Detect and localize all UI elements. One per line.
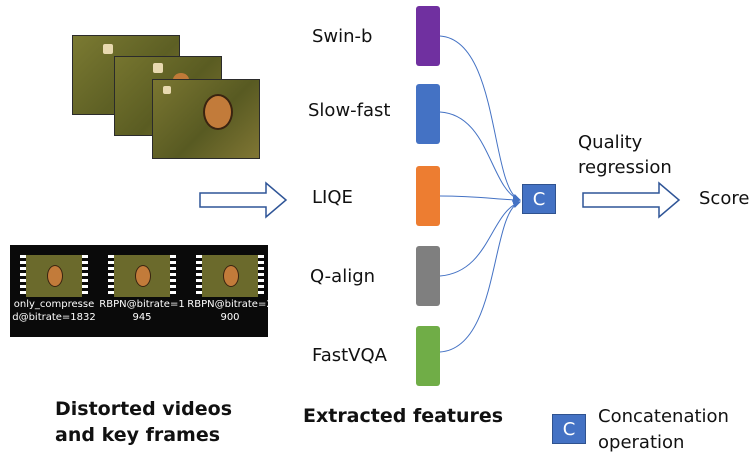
video-frame xyxy=(152,79,260,159)
frame-marker xyxy=(153,63,163,73)
character xyxy=(135,265,151,287)
input-arrow xyxy=(199,181,288,219)
character xyxy=(203,94,233,130)
feature-connector xyxy=(439,35,521,202)
output-arrow xyxy=(582,181,681,219)
feature-connector xyxy=(439,111,521,202)
film-perforation xyxy=(170,255,176,297)
film-perforation xyxy=(196,255,202,297)
videos-caption: Distorted videos and key frames xyxy=(55,396,232,448)
legend-text-line: operation xyxy=(598,432,685,453)
character xyxy=(47,265,63,287)
legend-text: Concatenation operation xyxy=(598,404,729,456)
feature-bar-fastvqa xyxy=(416,326,440,386)
feature-bar-liqe xyxy=(416,166,440,226)
legend-text-line: Concatenation xyxy=(598,406,729,427)
feature-connector xyxy=(439,200,521,277)
keyframe-strip: only_compressed@bitrate=1832 RBPN@bitrat… xyxy=(10,245,273,337)
concat-box: C xyxy=(522,184,556,214)
features-caption: Extracted features xyxy=(303,405,504,427)
frame-marker xyxy=(163,86,171,94)
regression-line: Quality xyxy=(578,132,643,153)
film-perforation xyxy=(108,255,114,297)
feature-connector xyxy=(439,195,521,204)
feature-label: LIQE xyxy=(312,187,353,208)
feature-label: Slow-fast xyxy=(308,100,391,121)
keyframe-thumb xyxy=(196,255,264,297)
feature-label: Q-align xyxy=(310,266,376,287)
keyframe-thumb xyxy=(108,255,176,297)
character xyxy=(223,265,239,287)
feature-label: Swin-b xyxy=(312,26,373,47)
keyframe-thumb xyxy=(20,255,88,297)
regression-line: regression xyxy=(578,157,672,178)
film-perforation xyxy=(258,255,264,297)
legend-concat-box: C xyxy=(552,414,586,444)
feature-bar-q-align xyxy=(416,246,440,306)
keyframe-label: RBPN@bitrate=1945 xyxy=(99,299,185,323)
feature-label: FastVQA xyxy=(312,345,387,366)
feature-bar-slow-fast xyxy=(416,84,440,144)
regression-label: Quality regression xyxy=(578,130,672,180)
videos-caption-line: and key frames xyxy=(55,424,221,446)
score-label: Score xyxy=(699,188,750,209)
keyframe-label: only_compressed@bitrate=1832 xyxy=(12,299,96,323)
feature-bar-swin-b xyxy=(416,6,440,66)
feature-connector xyxy=(439,200,521,353)
film-perforation xyxy=(20,255,26,297)
keyframe-label: RBPN@bitrate=2900 xyxy=(187,299,273,323)
frame-marker xyxy=(103,44,113,54)
videos-caption-line: Distorted videos xyxy=(55,398,233,420)
film-perforation xyxy=(82,255,88,297)
